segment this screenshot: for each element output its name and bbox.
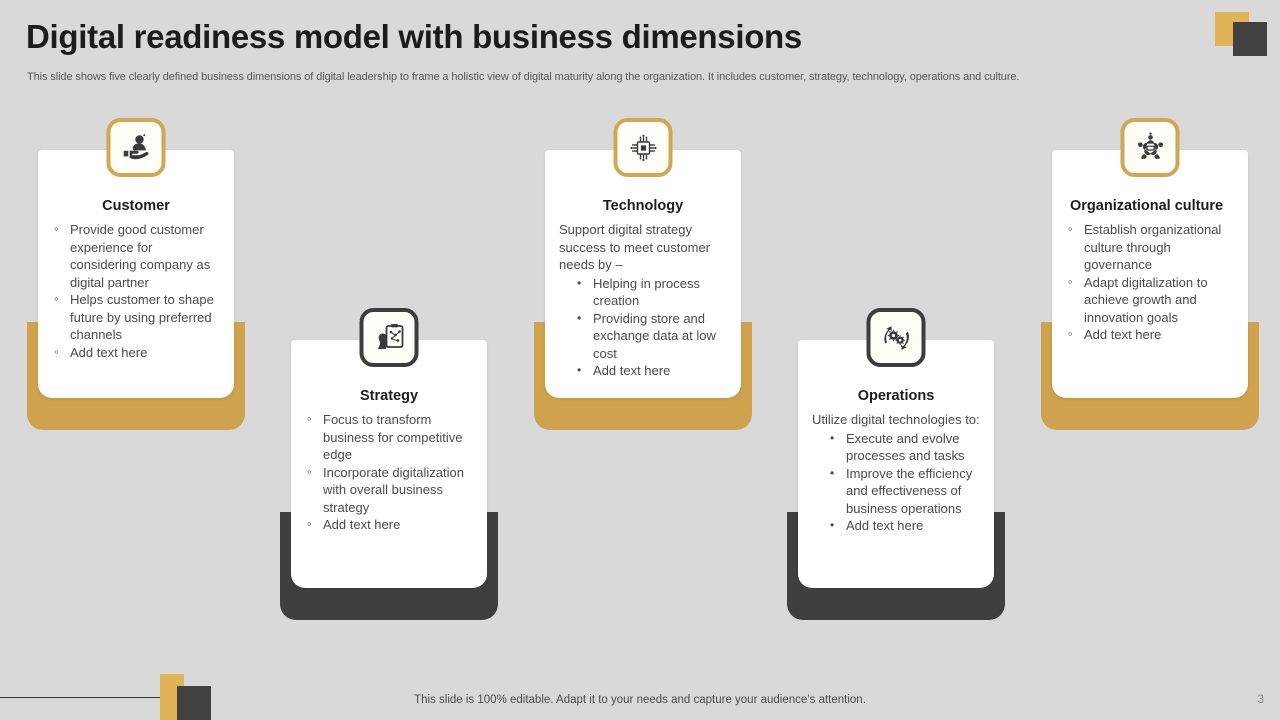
list-item: Add text here [828,517,982,535]
operations-gears-icon [866,308,926,367]
list-item: Establish organizational culture through… [1066,220,1236,274]
customer-hand-icon [106,118,166,177]
list-item: Execute and evolve processes and tasks [828,430,982,465]
card-organizational-culture[interactable]: Organizational culture Establish organiz… [1041,118,1259,430]
card-strategy[interactable]: Strategy Focus to transform business for… [280,308,498,620]
card-bullet-list: Provide good customer experience for con… [52,220,222,362]
page-number: 3 [1257,692,1264,706]
card-customer[interactable]: Customer Provide good customer experienc… [27,118,245,430]
page-title: Digital readiness model with business di… [26,18,802,55]
card-panel: Customer Provide good customer experienc… [38,118,234,398]
list-item: Add text here [1066,325,1236,344]
card-body: Provide good customer experience for con… [38,214,234,361]
list-item: Focus to transform business for competit… [305,410,475,464]
card-lead-text: Utilize digital technologies to: [812,412,980,427]
list-item: Providing store and exchange data at low… [575,310,729,363]
card-technology[interactable]: Technology Support digital strategy succ… [534,118,752,430]
card-bullet-list: Focus to transform business for competit… [305,410,475,534]
page-subtitle: This slide shows five clearly defined bu… [27,71,1020,83]
list-item: Helping in process creation [575,275,729,310]
card-body: Utilize digital technologies to: Execute… [798,404,994,535]
list-item: Provide good customer experience for con… [52,220,222,291]
card-panel: Technology Support digital strategy succ… [545,118,741,398]
card-lead-text: Support digital strategy success to meet… [559,222,710,272]
decoration-bottom-dark-square [177,686,211,720]
decoration-top-dark-square [1233,22,1267,56]
card-bullet-list: Establish organizational culture through… [1066,220,1236,344]
card-panel: Operations Utilize digital technologies … [798,308,994,588]
card-bullet-list: Helping in process creation Providing st… [559,275,729,380]
list-item: Add text here [305,515,475,534]
organizational-culture-team-icon [1120,118,1180,177]
strategy-clipboard-icon [359,308,419,367]
card-panel: Organizational culture Establish organiz… [1052,118,1248,398]
card-body: Establish organizational culture through… [1052,214,1248,344]
card-title: Strategy [359,388,419,404]
list-item: Incorporate digitalization with overall … [305,463,475,517]
card-body: Focus to transform business for competit… [291,404,487,534]
decoration-footer-line [0,697,165,698]
list-item: Add text here [575,362,729,380]
technology-chip-icon [613,118,673,177]
card-title: Organizational culture [1070,198,1224,214]
card-title: Technology [602,198,684,214]
list-item: Add text here [52,343,222,362]
card-panel: Strategy Focus to transform business for… [291,308,487,588]
list-item: Improve the efficiency and effectiveness… [828,465,982,518]
card-body: Support digital strategy success to meet… [545,214,741,380]
card-title: Operations [857,388,935,404]
card-title: Customer [102,198,170,214]
list-item: Helps customer to shape future by using … [52,290,222,344]
footer-note: This slide is 100% editable. Adapt it to… [414,694,866,706]
list-item: Adapt digitalization to achieve growth a… [1066,273,1236,327]
card-operations[interactable]: Operations Utilize digital technologies … [787,308,1005,620]
card-bullet-list: Execute and evolve processes and tasks I… [812,430,982,535]
